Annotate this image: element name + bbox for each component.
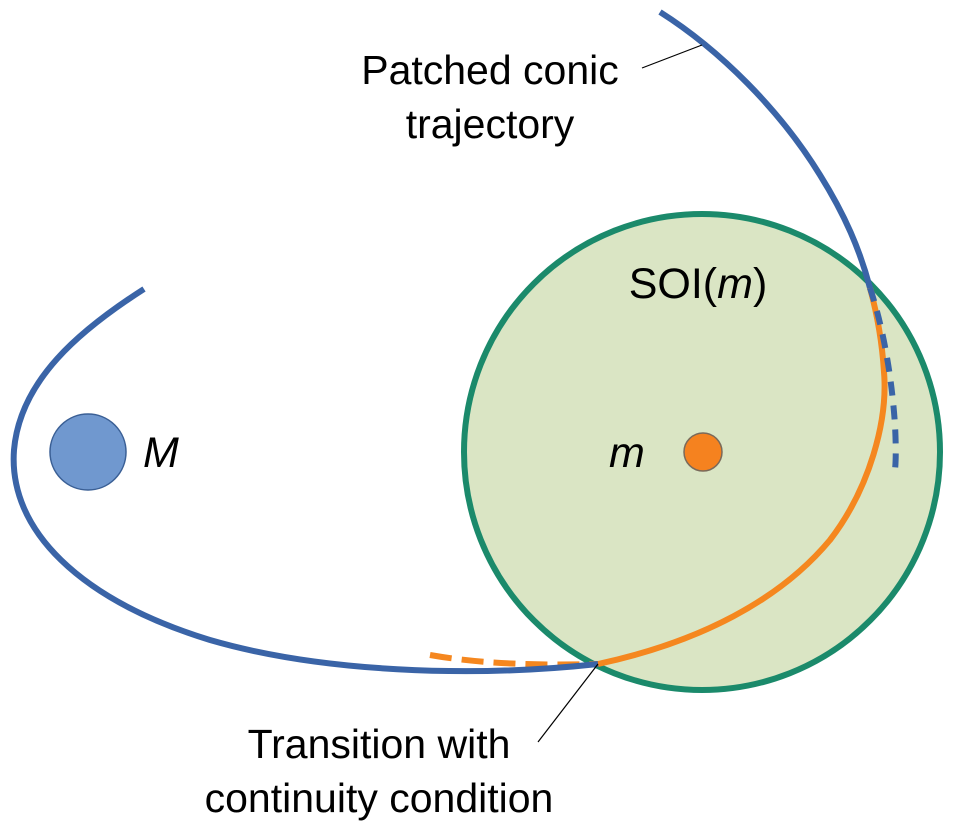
trajectory-leader-line (641, 44, 703, 69)
trajectory-label-line1: Patched conic (361, 47, 619, 93)
secondary-body (683, 432, 723, 472)
secondary-body-label: m (609, 429, 645, 477)
soi-label: SOI(m) (629, 260, 768, 308)
transition-label-line1: Transition with (248, 721, 511, 767)
outer-trajectory-upper (658, 9, 873, 289)
outer-trajectory-lower (10, 286, 599, 675)
transition-label-line2: continuity condition (205, 775, 554, 821)
inner-trajectory-dashed-lower (429, 652, 599, 668)
primary-body-label: M (143, 429, 179, 477)
trajectory-label-line2: trajectory (406, 101, 575, 147)
outer-trajectory-dashed (867, 287, 899, 471)
transition-leader-line (537, 663, 599, 743)
primary-body (49, 413, 127, 491)
